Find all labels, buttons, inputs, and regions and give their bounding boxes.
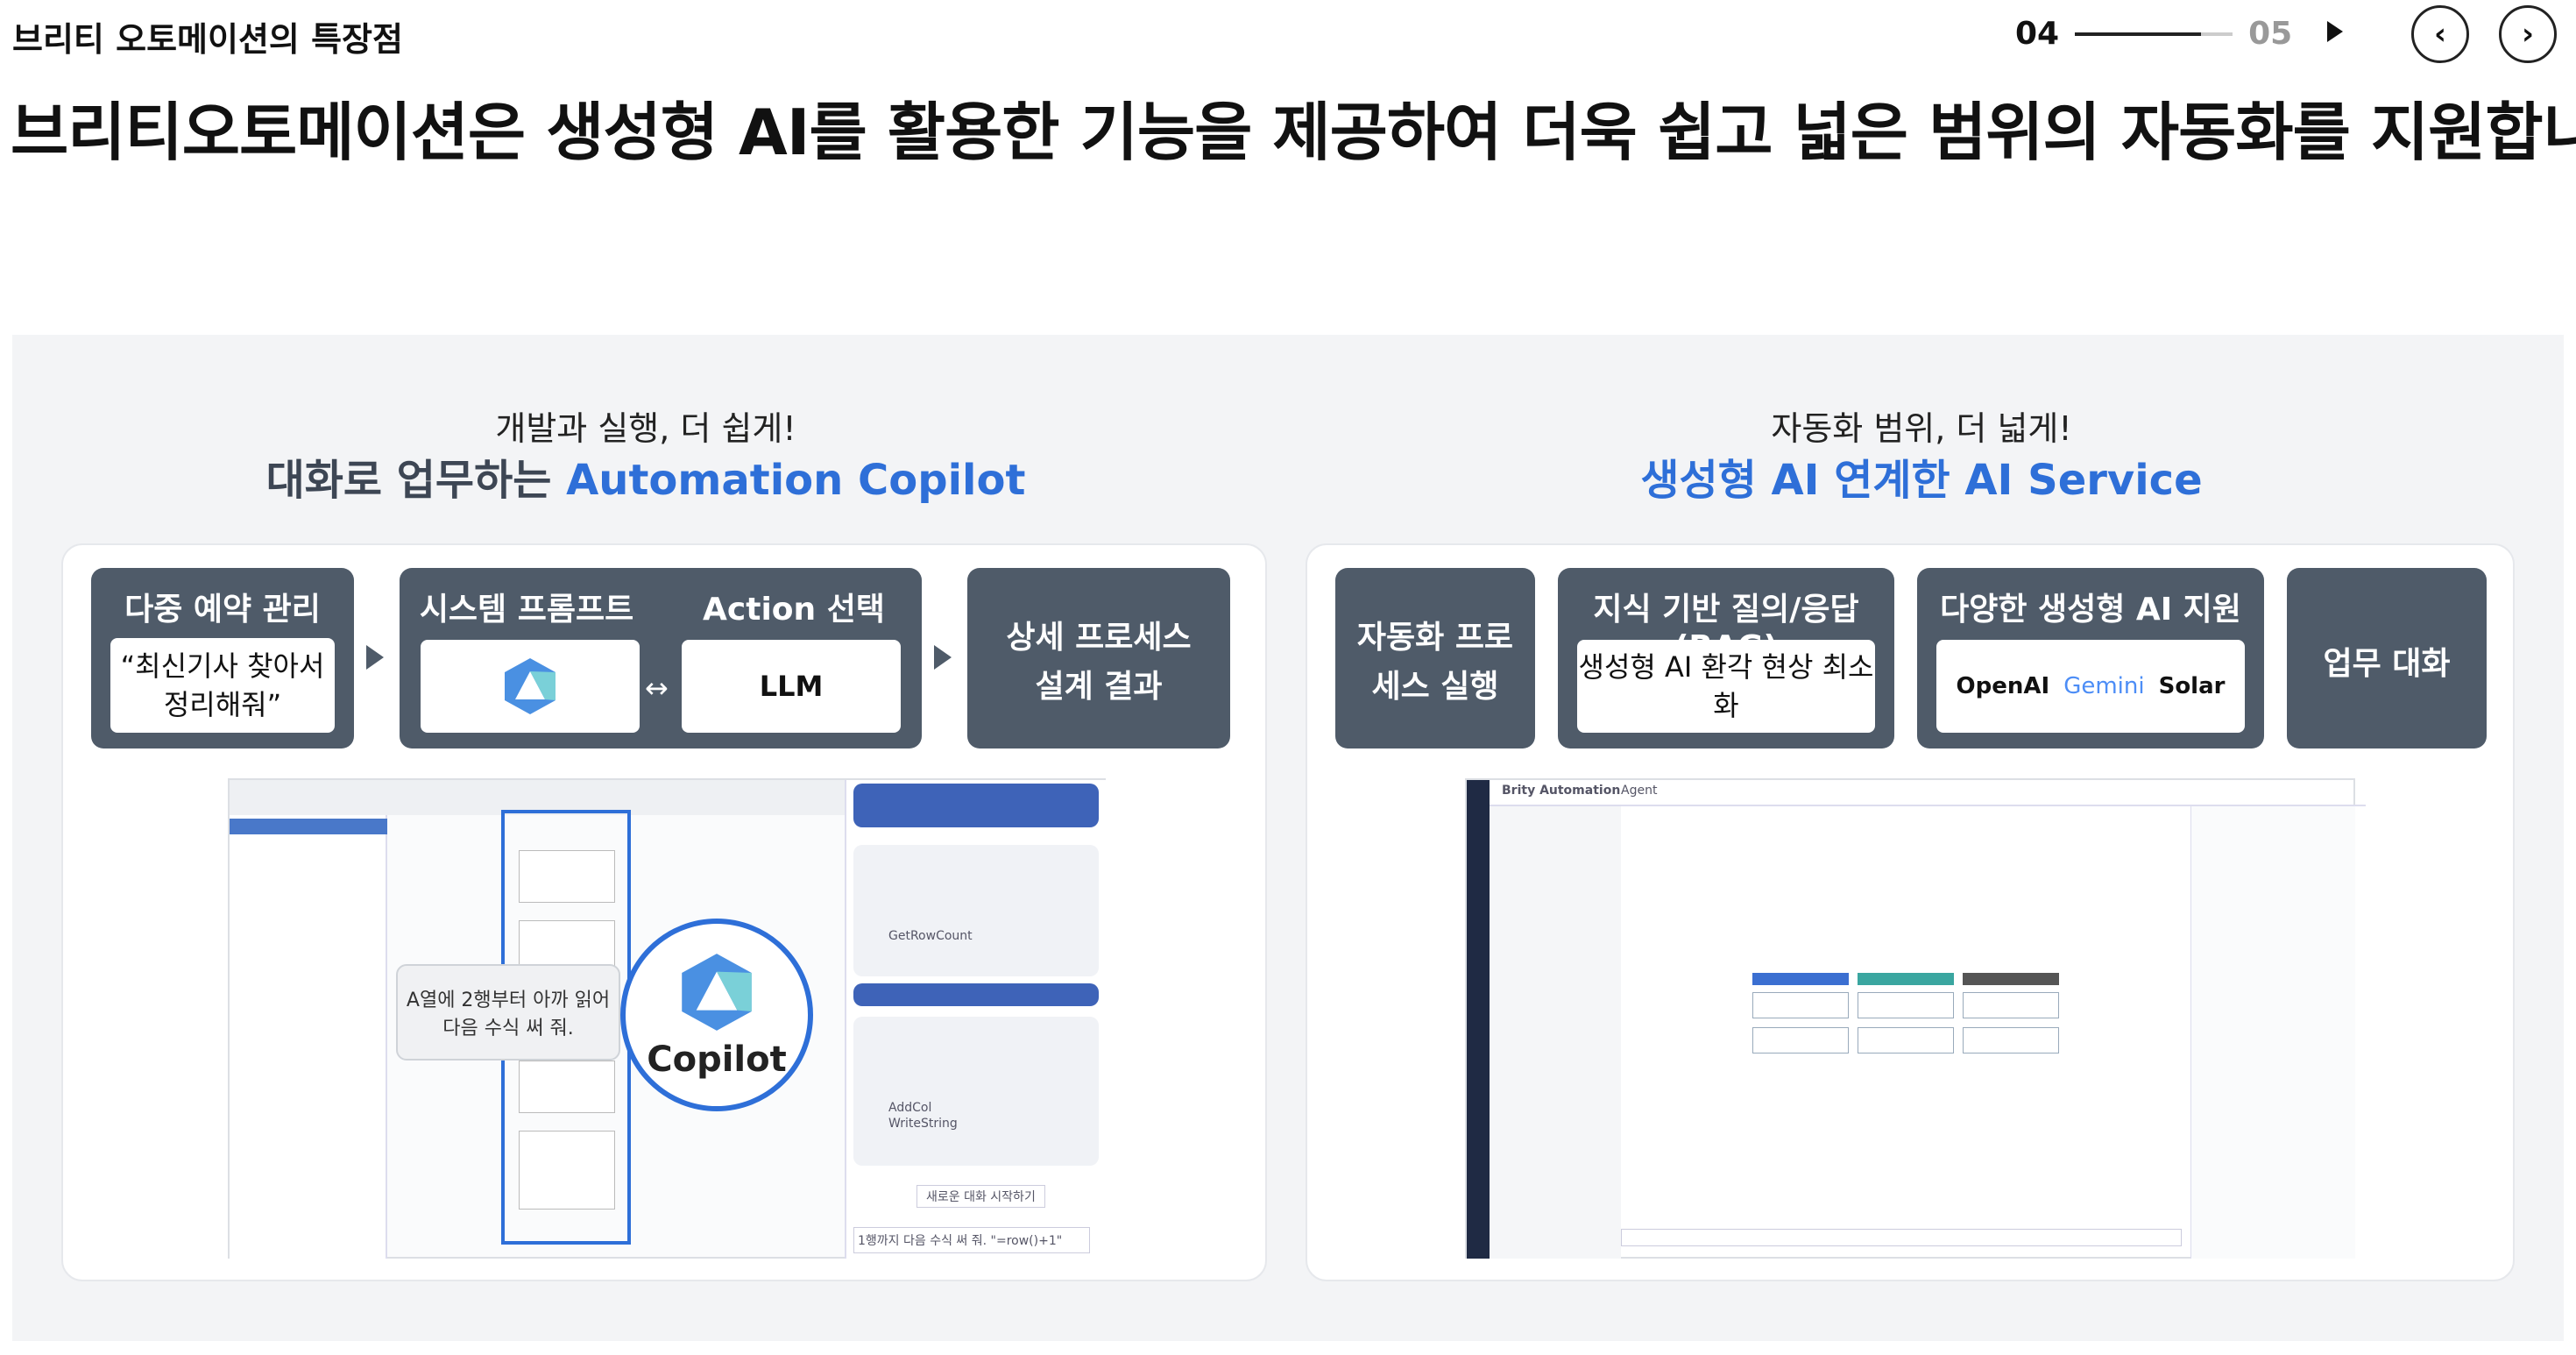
sidebar-header [230, 819, 387, 834]
agent-chip[interactable] [1858, 973, 1954, 985]
feature-panel: 개발과 실행, 더 쉽게! 대화로 업무하는 Automation Copilo… [12, 335, 2564, 1341]
copilot-screenshot: A열에 2행부터 아까 읽어 다음 수식 써 줘. Copilot GetRow… [228, 778, 1108, 1259]
ai-service-subtitle: 자동화 범위, 더 넓게! [1771, 409, 2072, 448]
chat-item: WriteString [888, 1117, 958, 1131]
agent-sidebar [1490, 806, 1621, 1259]
user-message [853, 983, 1099, 1006]
page-current: 04 [2015, 16, 2060, 52]
prompt-action-box: 시스템 프롬프트 Action 선택 ↔ LLM [400, 568, 922, 748]
copilot-title-prefix: 대화로 업무하는 [265, 456, 567, 505]
copilot-badge: Copilot [620, 919, 813, 1111]
prev-button[interactable]: ‹ [2411, 5, 2469, 63]
flow-arrow-icon [366, 645, 384, 670]
prompt-example: “최신기사 찾아서 정리해줘” [110, 638, 335, 733]
agent-card[interactable] [1752, 1027, 1849, 1053]
process-run-box: 자동화 프로세스 실행 [1335, 568, 1535, 748]
section-title: 브리티 오토메이션의 특장점 [12, 20, 403, 59]
agent-screenshot: Brity Automation Agent [1465, 778, 2366, 1259]
pager-progress-line [2075, 32, 2233, 36]
agent-input[interactable] [1621, 1229, 2182, 1246]
work-chat-title: 업무 대화 [2323, 646, 2451, 682]
copilot-title: 대화로 업무하는 Automation Copilot [12, 445, 1279, 507]
gemini-logo: Gemini [2063, 673, 2145, 699]
copilot-column: 개발과 실행, 더 쉽게! 대화로 업무하는 Automation Copilo… [12, 335, 1279, 1341]
multi-ai-title: 다양한 생성형 AI 지원 [1940, 592, 2241, 628]
chevron-left-icon: ‹ [2433, 17, 2446, 52]
solar-logo: Solar [2158, 673, 2226, 699]
ai-service-column: 자동화 범위, 더 넓게! 생성형 AI 연계한 AI Service 자동화 … [1279, 335, 2564, 1341]
assistant-message: AddCol WriteString [853, 1017, 1099, 1166]
page-headline: 브리티오토메이션은 생성형 AI를 활용한 기능을 제공하여 더욱 쉽고 넓은 … [11, 96, 2576, 169]
agent-tab[interactable]: Agent [1621, 784, 1658, 798]
chat-input[interactable]: 1행까지 다음 수식 써 줘. "=row()+1" [853, 1227, 1090, 1253]
system-prompt-logo [421, 640, 640, 733]
agent-app-name: Brity Automation [1502, 784, 1621, 798]
process-design-title: 상세 프로세스 설계 결과 [1006, 620, 1192, 705]
ai-service-title: 생성형 AI 연계한 AI Service [1640, 456, 2203, 505]
agent-card[interactable] [1963, 992, 2059, 1018]
user-message [853, 784, 1099, 827]
chat-item: GetRowCount [888, 929, 973, 943]
next-button[interactable]: › [2499, 5, 2557, 63]
work-chat-box: 업무 대화 [2287, 568, 2487, 748]
copilot-title-highlight: Automation Copilot [566, 456, 1026, 505]
ai-service-card: 자동화 프로세스 실행 지식 기반 질의/응답(RAG) 생성형 AI 환각 현… [1306, 543, 2515, 1281]
hallucination-label: 생성형 AI 환각 현상 최소화 [1577, 640, 1875, 733]
agent-chip[interactable] [1752, 973, 1849, 985]
top-bar: 브리티 오토메이션의 특장점 04 05 ‹ › [0, 0, 2576, 79]
bidirectional-arrow-icon: ↔ [645, 671, 669, 705]
process-run-title: 자동화 프로세스 실행 [1356, 620, 1514, 705]
pager: 04 05 [2015, 16, 2292, 52]
chevron-right-icon: › [2521, 17, 2534, 52]
agent-nav-rail [1467, 780, 1490, 1259]
assistant-message: GetRowCount [853, 845, 1099, 976]
agent-card[interactable] [1858, 992, 1954, 1018]
agent-card[interactable] [1963, 1027, 2059, 1053]
copilot-subtitle: 개발과 실행, 더 쉽게! [495, 409, 796, 448]
flow-step [519, 850, 615, 903]
copilot-logo-icon [505, 658, 556, 714]
multi-schedule-title: 다중 예약 관리 [124, 592, 321, 628]
agent-history-panel [2190, 806, 2355, 1259]
flow-step [519, 1061, 615, 1113]
process-design-box: 상세 프로세스 설계 결과 [967, 568, 1230, 748]
flow-step [519, 1131, 615, 1210]
chat-item: AddCol [888, 1101, 932, 1115]
play-icon[interactable] [2327, 21, 2343, 42]
multi-ai-box: 다양한 생성형 AI 지원 OpenAI Gemini Solar [1917, 568, 2264, 748]
page-next[interactable]: 05 [2248, 16, 2293, 52]
copilot-card: 다중 예약 관리 “최신기사 찾아서 정리해줘” 시스템 프롬프트 Action… [61, 543, 1267, 1281]
new-chat-button[interactable]: 새로운 대화 시작하기 [916, 1185, 1045, 1208]
action-select-title: Action 선택 [703, 592, 885, 628]
flow-arrow-icon [934, 645, 952, 670]
system-prompt-title: 시스템 프롬프트 [419, 592, 634, 628]
action-sidebar [230, 815, 387, 1259]
multi-schedule-box: 다중 예약 관리 “최신기사 찾아서 정리해줘” [91, 568, 354, 748]
agent-card[interactable] [1858, 1027, 1954, 1053]
agent-chip[interactable] [1963, 973, 2059, 985]
copilot-logo-icon [682, 954, 752, 1031]
rag-box: 지식 기반 질의/응답(RAG) 생성형 AI 환각 현상 최소화 [1558, 568, 1894, 748]
openai-logo: OpenAI [1956, 673, 2050, 699]
divider [1490, 805, 2366, 806]
ai-logos: OpenAI Gemini Solar [1936, 640, 2245, 733]
llm-label: LLM [682, 640, 901, 733]
copilot-label: Copilot [647, 1039, 787, 1080]
user-request-tooltip: A열에 2행부터 아까 읽어 다음 수식 써 줘. [396, 964, 620, 1061]
agent-card[interactable] [1752, 992, 1849, 1018]
